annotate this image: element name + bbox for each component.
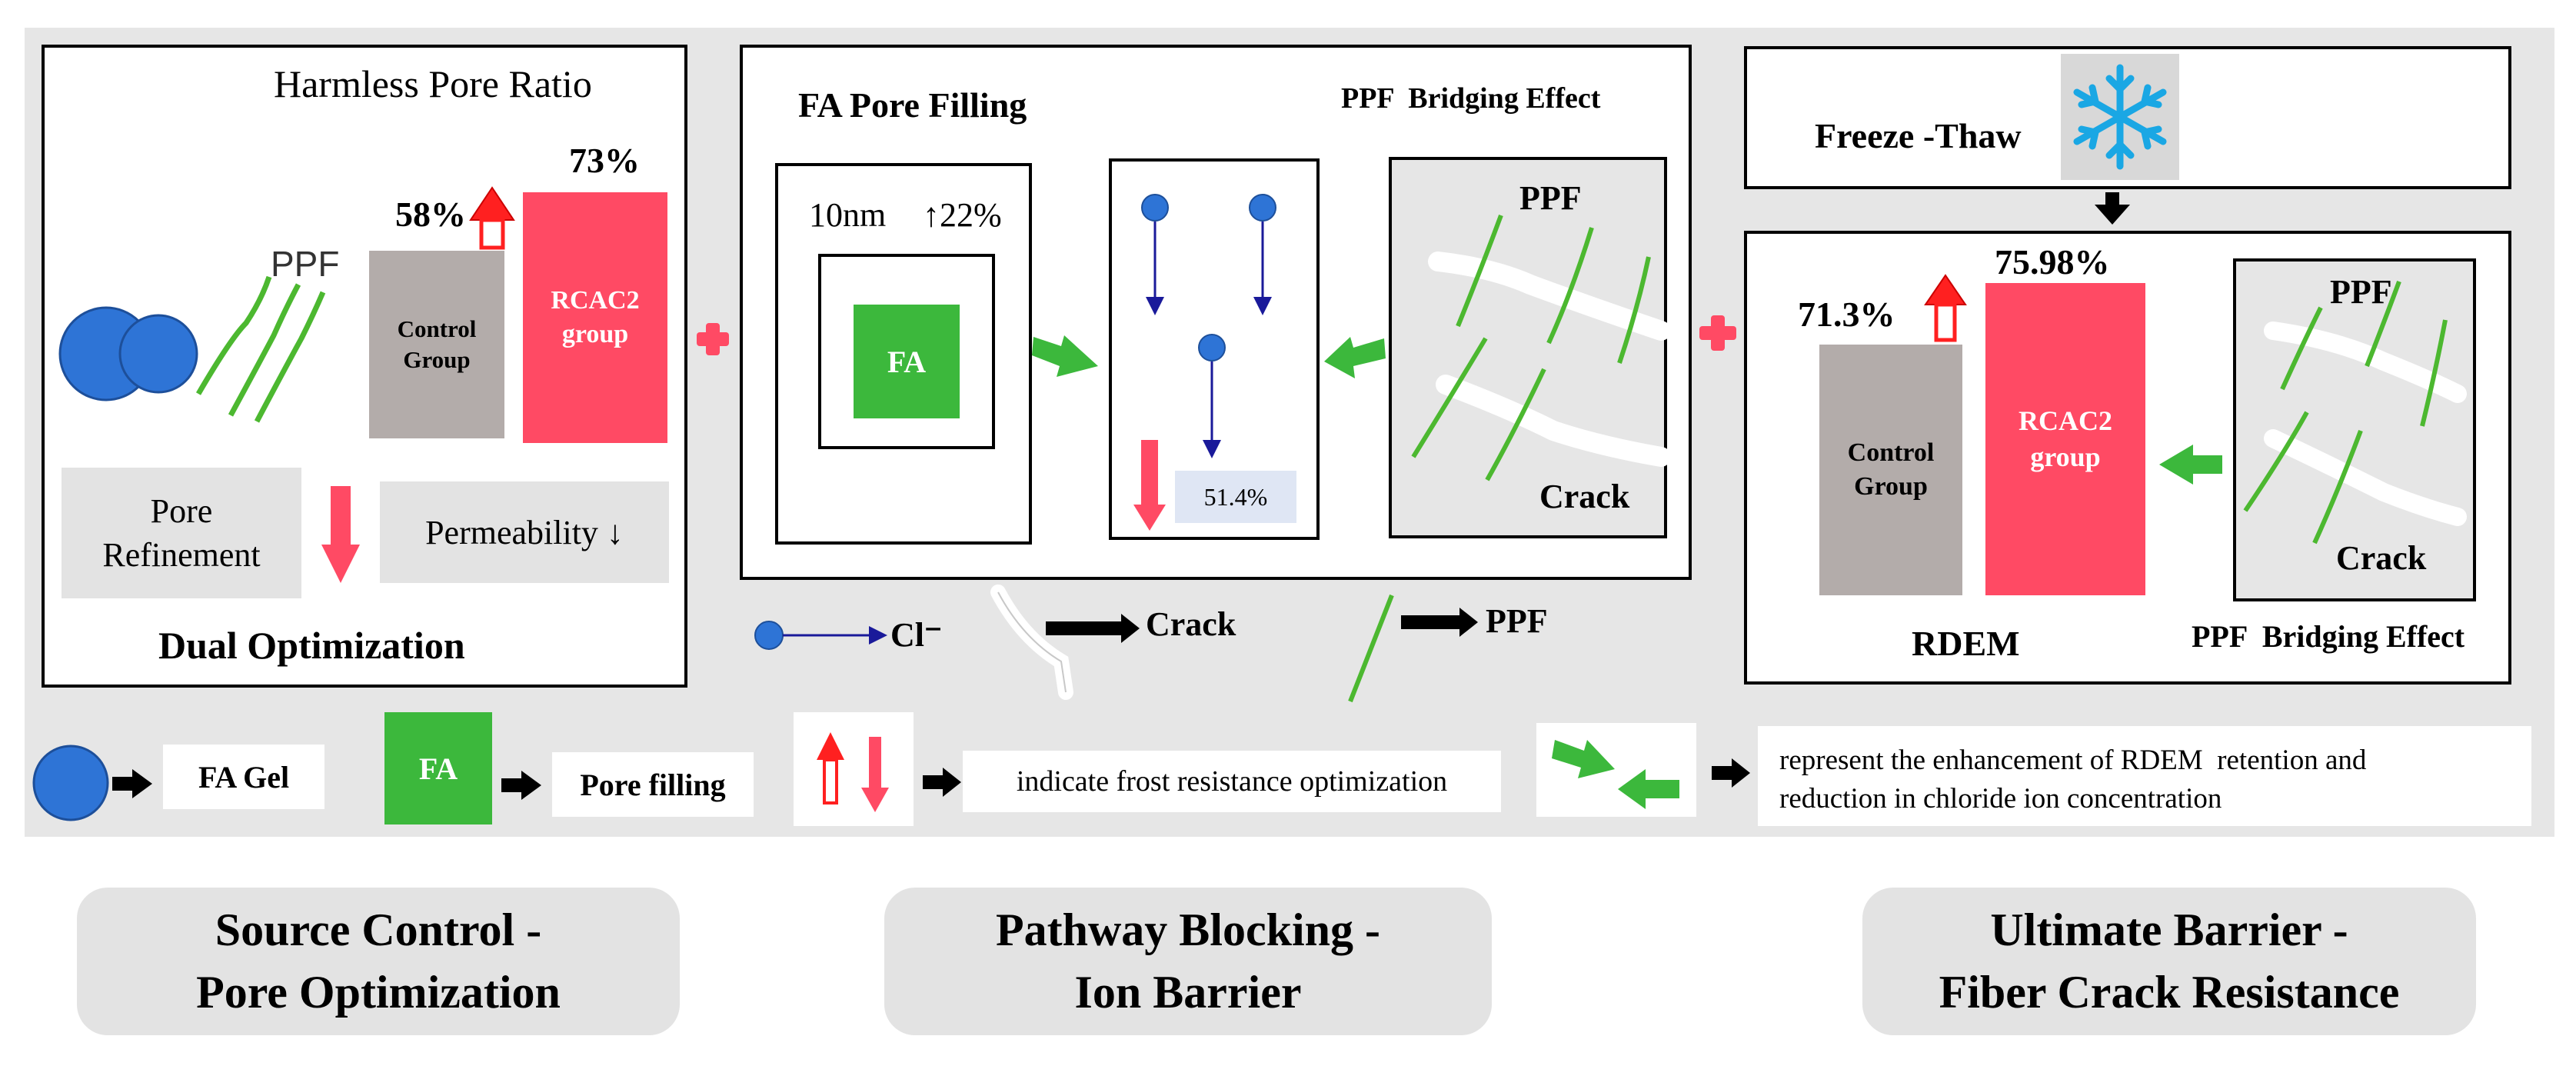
green-arrows-legend-icon xyxy=(1552,740,1679,809)
ppf-fiber-3 xyxy=(254,291,326,423)
control-group-bar: Control Group xyxy=(369,251,504,438)
fa-block: FA xyxy=(854,305,960,418)
ppf-bridging-title-panel2: PPF Bridging Effect xyxy=(1341,82,1601,115)
freeze-thaw-label: Freeze -Thaw xyxy=(1815,116,2022,155)
frost-arrows-icon xyxy=(817,732,889,812)
control-group-label-panel3: Control Group xyxy=(1847,438,1935,501)
plus-icon-2 xyxy=(1699,315,1736,351)
green-arrow-right-panel2 xyxy=(1032,335,1098,377)
green-arrows-legend-box xyxy=(1536,723,1696,817)
permeability-label: Permeability ↓ xyxy=(425,513,624,551)
chloride-legend-icon xyxy=(754,621,887,650)
ppf-bridging-label-panel3: PPF Bridging Effect xyxy=(2192,619,2465,654)
control-group-bar-panel3: Control Group xyxy=(1819,345,1962,595)
rcac2-group-bar: RCAC2 group xyxy=(523,192,667,443)
stage3-line1: Ultimate Barrier - xyxy=(1990,904,2348,955)
fa-gel-legend-box: FA Gel xyxy=(163,745,324,809)
chloride-ion-2 xyxy=(1249,194,1276,315)
rdem-legend-line1: represent the enhancement of RDEM retent… xyxy=(1779,745,2367,776)
crack-legend-icon xyxy=(990,585,1073,700)
pore-refinement-label: Pore Refinement xyxy=(102,491,261,574)
ion-value-label: 51.4% xyxy=(1203,482,1268,511)
fa-pore-filling-title: FA Pore Filling xyxy=(798,85,1027,125)
fibers-panel2 xyxy=(1411,214,1651,481)
chloride-ion-label: Cl⁻ xyxy=(890,616,943,654)
black-arrow-ppf xyxy=(1401,608,1478,637)
plus-icon-1 xyxy=(697,323,729,355)
ppf-legend-label: PPF xyxy=(1486,602,1548,640)
red-up-arrow-panel3 xyxy=(1924,274,1967,342)
green-arrow-left-panel2 xyxy=(1324,337,1386,378)
panel1-title: Harmless Pore Ratio xyxy=(274,62,592,105)
black-arrow-legend-2 xyxy=(501,771,541,800)
black-arrow-legend-1 xyxy=(112,769,152,798)
chloride-ion-3 xyxy=(1198,334,1226,458)
fa-gel-legend-icon xyxy=(32,745,109,821)
rdem-legend-line2: reduction in chloride ion concentration xyxy=(1779,782,2222,814)
frost-legend-box: indicate frost resistance optimization xyxy=(963,751,1501,812)
stage-pill-pathway-blocking: Pathway Blocking - Ion Barrier xyxy=(884,888,1492,1035)
pore-size-label: 10nm xyxy=(809,196,887,234)
chloride-ion-1 xyxy=(1141,194,1169,315)
control-group-label: Control Group xyxy=(397,315,477,373)
ppf-label-panel2: PPF xyxy=(1519,179,1582,217)
dual-optimization-label: Dual Optimization xyxy=(158,624,465,667)
crack-label-panel2: Crack xyxy=(1539,478,1630,515)
stage-pill-source-control: Source Control - Pore Optimization xyxy=(77,888,680,1035)
ppf-label-panel3: PPF xyxy=(2330,273,2392,311)
stage2-line1: Pathway Blocking - xyxy=(995,904,1381,955)
stage3-line2: Fiber Crack Resistance xyxy=(1939,967,2400,1018)
frost-legend-label: indicate frost resistance optimization xyxy=(1016,765,1448,798)
control-value: 58% xyxy=(395,195,466,234)
crack-legend-label: Crack xyxy=(1146,605,1236,643)
black-arrow-legend-4 xyxy=(1712,758,1750,788)
fa-legend-block: FA xyxy=(384,712,492,824)
pink-down-arrow-panel1 xyxy=(321,486,360,583)
rdem-legend-box: represent the enhancement of RDEM retent… xyxy=(1758,726,2531,826)
permeability-box: Permeability ↓ xyxy=(380,481,669,583)
pore-change-label: ↑22% xyxy=(923,196,1002,234)
black-arrow-legend-3 xyxy=(923,768,961,797)
pore-filling-legend-label: Pore filling xyxy=(580,767,726,802)
rcac2-group-label-panel3: RCAC2 group xyxy=(2019,405,2112,472)
ppf-crack-box-panel2 xyxy=(1389,157,1667,538)
crack-legend-icon-outline xyxy=(997,591,1067,693)
crack-label-panel3: Crack xyxy=(2336,539,2427,577)
stage-pill-ultimate-barrier: Ultimate Barrier - Fiber Crack Resistanc… xyxy=(1862,888,2476,1035)
snowflake-icon xyxy=(2073,64,2167,170)
fa-legend-label: FA xyxy=(418,751,458,786)
fibers-panel3 xyxy=(2243,280,2448,545)
rcac2-value: 73% xyxy=(569,141,640,180)
frost-arrows-legend-box xyxy=(794,712,914,826)
stage1-line2: Pore Optimization xyxy=(196,967,561,1018)
black-arrow-crack xyxy=(1046,614,1140,643)
rcac2-group-label: RCAC2 group xyxy=(551,285,640,348)
pink-down-arrow-panel2 xyxy=(1133,440,1166,531)
ppf-legend-icon xyxy=(1348,594,1394,703)
rcac2-group-bar-panel3: RCAC2 group xyxy=(1985,283,2145,595)
pore-refinement-box: Pore Refinement xyxy=(62,468,301,598)
control-value-panel3: 71.3% xyxy=(1798,295,1895,334)
fa-gel-legend-label: FA Gel xyxy=(198,759,290,795)
black-down-arrow-freeze xyxy=(2095,192,2130,225)
ion-value-box: 51.4% xyxy=(1175,471,1296,523)
fa-block-label: FA xyxy=(887,344,927,379)
rcac2-value-panel3: 75.98% xyxy=(1995,242,2110,281)
stage2-line2: Ion Barrier xyxy=(1074,967,1302,1018)
rdem-label: RDEM xyxy=(1912,624,2020,663)
green-arrow-left-panel3 xyxy=(2159,445,2222,485)
red-up-arrow-panel1 xyxy=(469,186,515,250)
cracks-panel2 xyxy=(1428,252,1671,467)
ppf-fiber-2 xyxy=(228,283,301,417)
ppf-fiber-1 xyxy=(195,275,272,395)
stage1-line1: Source Control - xyxy=(215,904,542,955)
fa-gel-circle-right xyxy=(118,314,198,394)
ppf-label-panel1: PPF xyxy=(271,244,340,284)
pore-filling-legend-box: Pore filling xyxy=(552,752,754,817)
